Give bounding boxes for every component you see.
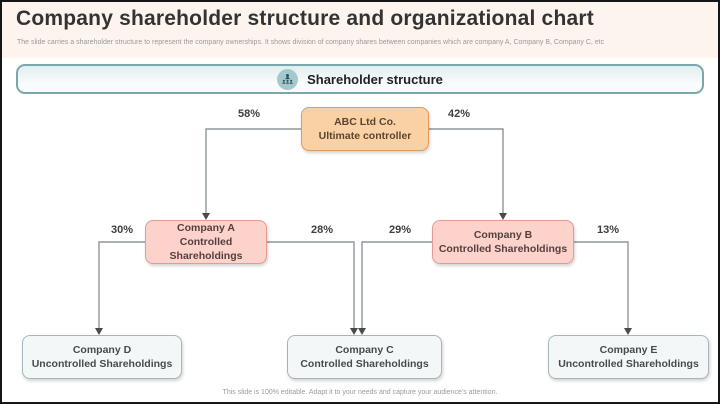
edge-label-a-to-d: 30% [110, 224, 134, 236]
edge-label-root-to-b: 42% [447, 108, 471, 120]
org-node-name: Company B [473, 228, 533, 241]
org-node-name: ABC Ltd Co. [334, 115, 396, 128]
edge-label-root-to-a: 58% [237, 108, 261, 120]
org-node-company-c: Company C Controlled Shareholdings [287, 335, 442, 379]
org-node-abc-ltd: ABC Ltd Co. Ultimate controller [301, 107, 429, 151]
edge-label-b-to-c: 29% [388, 224, 412, 236]
org-node-role: Controlled Shareholdings [169, 235, 243, 263]
org-node-company-b: Company B Controlled Shareholdings [432, 220, 574, 264]
org-node-company-d: Company D Uncontrolled Shareholdings [22, 335, 182, 379]
org-node-company-a: Company A Controlled Shareholdings [145, 220, 267, 264]
org-node-role: Uncontrolled Shareholdings [558, 358, 699, 370]
org-people-icon [277, 68, 299, 90]
shareholder-structure-banner: Shareholder structure [16, 64, 704, 94]
org-node-name: Company C [335, 343, 394, 356]
edge-label-b-to-e: 13% [596, 224, 620, 236]
edge-label-a-to-c: 28% [310, 224, 334, 236]
org-node-role: Uncontrolled Shareholdings [31, 358, 173, 370]
org-node-role: Ultimate controller [318, 130, 412, 142]
org-node-role: Controlled Shareholdings [300, 358, 429, 370]
org-node-name: Company D [72, 343, 132, 356]
page-subtitle: The slide carries a shareholder structur… [17, 39, 605, 46]
org-node-name: Company A [177, 221, 235, 234]
header [2, 2, 718, 58]
editable-note: This slide is 100% editable. Adapt it to… [222, 389, 498, 396]
org-node-role: Controlled Shareholdings [438, 243, 568, 255]
banner-label: Shareholder structure [307, 71, 443, 87]
page-title: Company shareholder structure and organi… [16, 7, 594, 30]
org-node-name: Company E [599, 343, 658, 356]
org-node-company-e: Company E Uncontrolled Shareholdings [548, 335, 709, 379]
